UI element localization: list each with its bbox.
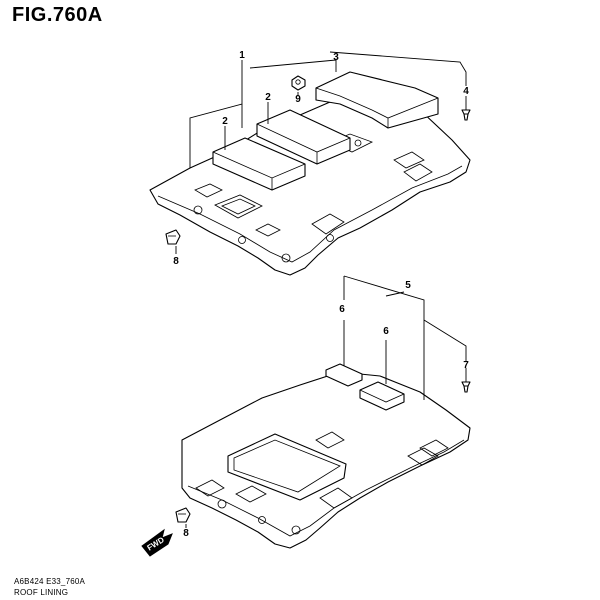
- figure-title: FIG.760A: [12, 4, 103, 26]
- callout-2-front: 2: [222, 116, 228, 127]
- absorber-pad-6-b: [359, 381, 405, 411]
- screw-7-icon: [461, 381, 471, 393]
- absorber-pad-2-front: [212, 137, 306, 191]
- forward-direction-arrow: FWD: [141, 528, 173, 557]
- clip-hole: [193, 205, 203, 215]
- clip-8-upper-icon: [165, 229, 181, 245]
- screw-4-icon: [461, 109, 471, 121]
- drawing-caption: ROOF LINING: [14, 588, 69, 597]
- absorber-pad-3: [315, 71, 439, 129]
- callout-1: 1: [239, 50, 245, 61]
- lower-roof-lining-assembly: FWD: [141, 275, 471, 557]
- clip-9-icon: [291, 75, 306, 91]
- callout-5: 5: [405, 280, 411, 291]
- sunroof-opening: [227, 433, 347, 501]
- callout-4: 4: [463, 86, 469, 97]
- absorber-pad-6-a: [325, 363, 363, 387]
- callout-8-lower: 8: [183, 528, 189, 539]
- upper-roof-lining-assembly: [149, 51, 471, 276]
- drawing-code: A6B424 E33_760A: [14, 577, 86, 586]
- callout-6-a: 6: [339, 304, 345, 315]
- callout-2-rear: 2: [265, 92, 271, 103]
- callout-3: 3: [333, 52, 339, 63]
- callout-8-upper: 8: [173, 256, 179, 267]
- absorber-pad-2-rear: [256, 109, 351, 165]
- callout-7: 7: [463, 360, 469, 371]
- callout-9: 9: [295, 94, 301, 105]
- clip-8-lower-icon: [175, 507, 191, 523]
- upper-headliner-panel: [149, 94, 471, 276]
- callout-6-b: 6: [383, 326, 389, 337]
